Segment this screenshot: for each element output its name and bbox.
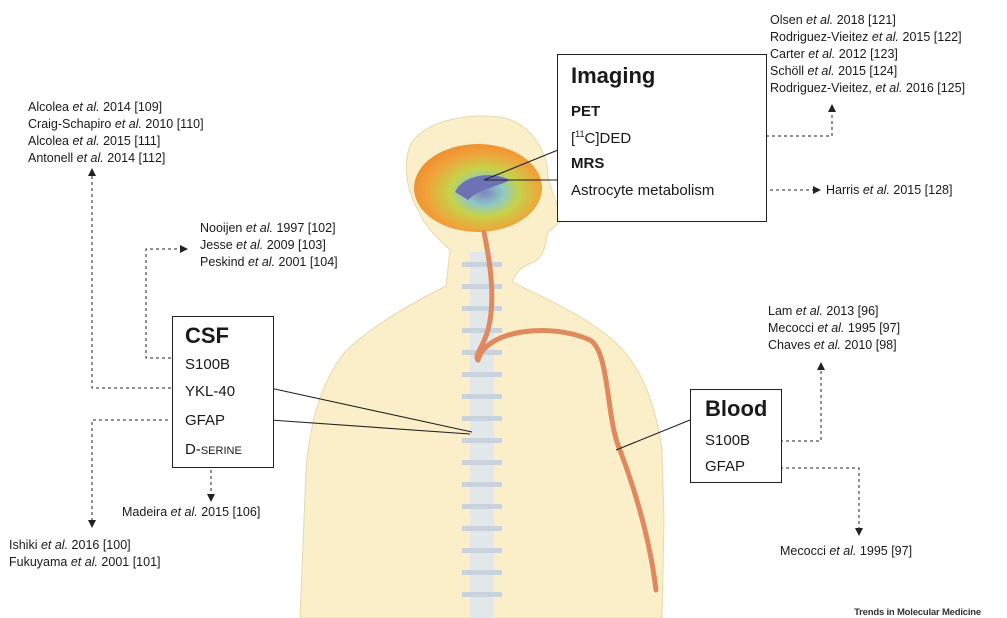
csf-item-gfap: GFAP bbox=[185, 412, 226, 429]
reference: Fukuyama et al. 2001 [101] bbox=[9, 555, 161, 569]
tracer-label: [11C]DED bbox=[571, 129, 632, 147]
reference: Alcolea et al. 2014 [109] bbox=[28, 100, 163, 114]
blood-item-gfap: GFAP bbox=[705, 458, 746, 475]
reference: Mecocci et al. 1995 [97] bbox=[768, 321, 901, 335]
reference: Carter et al. 2012 [123] bbox=[770, 47, 898, 61]
dserine-references: Madeira et al. 2015 [106] bbox=[122, 504, 260, 521]
blood-gfap-references: Mecocci et al. 1995 [97] bbox=[780, 543, 912, 560]
reference: Harris et al. 2015 [128] bbox=[826, 183, 953, 197]
reference: Olsen et al. 2018 [121] bbox=[770, 13, 896, 27]
reference: Rodriguez-Vieitez et al. 2015 [122] bbox=[770, 30, 962, 44]
blood-title: Blood bbox=[705, 396, 768, 421]
csf-gfap-references: Ishiki et al. 2016 [100] Fukuyama et al.… bbox=[9, 537, 161, 571]
reference: Madeira et al. 2015 [106] bbox=[122, 505, 261, 519]
blood-s100b-references: Lam et al. 2013 [96] Mecocci et al. 1995… bbox=[768, 303, 900, 354]
mrs-references: Harris et al. 2015 [128] bbox=[826, 182, 952, 199]
ykl40-references: Alcolea et al. 2014 [109] Craig-Schapiro… bbox=[28, 99, 204, 167]
dashed-arrows bbox=[91, 110, 860, 530]
reference: Lam et al. 2013 [96] bbox=[768, 304, 879, 318]
imaging-title: Imaging bbox=[571, 63, 656, 88]
imaging-box: Imaging PET [11C]DED MRS Astrocyte metab… bbox=[557, 54, 767, 222]
pet-label: PET bbox=[571, 103, 601, 120]
arm-vessel bbox=[475, 328, 659, 593]
csf-title: CSF bbox=[185, 323, 229, 348]
metabolism-label: Astrocyte metabolism bbox=[571, 182, 715, 199]
reference: Rodriguez-Vieitez, et al. 2016 [125] bbox=[770, 81, 966, 95]
blood-box: Blood S100B GFAP bbox=[690, 389, 782, 483]
csf-item-s100b: S100B bbox=[185, 356, 231, 373]
reference: Nooijen et al. 1997 [102] bbox=[200, 221, 336, 235]
connector-lines bbox=[269, 149, 691, 451]
reference: Ishiki et al. 2016 [100] bbox=[9, 538, 131, 552]
csf-item-dserine: D-serine bbox=[185, 441, 242, 458]
reference: Peskind et al. 2001 [104] bbox=[200, 255, 338, 269]
mrs-label: MRS bbox=[571, 155, 605, 172]
arrowheads bbox=[88, 104, 863, 536]
reference: Schöll et al. 2015 [124] bbox=[770, 64, 898, 78]
ventricle bbox=[455, 175, 510, 200]
reference: Mecocci et al. 1995 [97] bbox=[780, 544, 913, 558]
csf-item-ykl40: YKL-40 bbox=[185, 383, 236, 400]
csf-box: CSF S100B YKL-40 GFAP D-serine bbox=[172, 316, 274, 468]
reference: Antonell et al. 2014 [112] bbox=[28, 151, 166, 165]
blood-item-s100b: S100B bbox=[705, 432, 751, 449]
reference: Alcolea et al. 2015 [111] bbox=[28, 134, 161, 148]
reference: Chaves et al. 2010 [98] bbox=[768, 338, 897, 352]
pet-references: Olsen et al. 2018 [121] Rodriguez-Vieite… bbox=[770, 12, 965, 97]
csf-s100b-references: Nooijen et al. 1997 [102] Jesse et al. 2… bbox=[200, 220, 338, 271]
reference: Jesse et al. 2009 [103] bbox=[200, 238, 326, 252]
reference: Craig-Schapiro et al. 2010 [110] bbox=[28, 117, 204, 131]
journal-brand: Trends in Molecular Medicine bbox=[854, 607, 981, 618]
